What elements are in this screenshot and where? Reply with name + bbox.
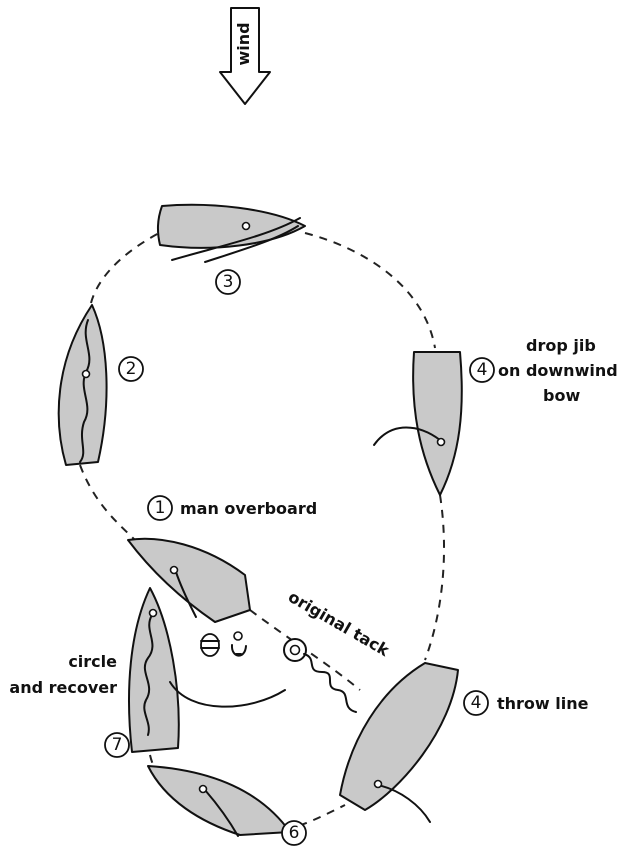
drop-jib-label-line1: drop jib bbox=[526, 336, 596, 355]
man-overboard-label: man overboard bbox=[180, 499, 317, 518]
wind-arrow: wind bbox=[220, 8, 270, 104]
person-in-water-icon bbox=[201, 632, 246, 656]
throw-line bbox=[304, 654, 356, 712]
drop-jib-label-line2: on downwind bbox=[498, 361, 618, 380]
step-4-throw-line-marker: 4 bbox=[464, 691, 488, 715]
drop-jib-label-line3: bow bbox=[543, 386, 580, 405]
svg-text:6: 6 bbox=[289, 823, 300, 843]
svg-text:1: 1 bbox=[155, 498, 166, 518]
boat-6 bbox=[148, 766, 290, 836]
life-ring-icon bbox=[284, 639, 306, 661]
svg-text:4: 4 bbox=[477, 360, 488, 380]
circle-label-line1: circle bbox=[68, 652, 117, 671]
svg-text:3: 3 bbox=[223, 272, 234, 292]
step-1-marker: 1 bbox=[148, 496, 172, 520]
step-7-marker: 7 bbox=[105, 733, 129, 757]
wind-label: wind bbox=[234, 22, 253, 65]
svg-text:2: 2 bbox=[126, 359, 137, 379]
svg-text:7: 7 bbox=[112, 735, 123, 755]
boat-4-throw-line bbox=[340, 663, 458, 822]
boat-3 bbox=[158, 205, 305, 262]
circle-label-line2: and recover bbox=[9, 678, 117, 697]
step-6-marker: 6 bbox=[282, 821, 306, 845]
step-2-marker: 2 bbox=[119, 357, 143, 381]
throw-line-label: throw line bbox=[497, 694, 589, 713]
step-3-marker: 3 bbox=[216, 270, 240, 294]
svg-text:4: 4 bbox=[471, 693, 482, 713]
boat-4-drop-jib bbox=[374, 352, 462, 495]
boat-2 bbox=[59, 305, 107, 465]
step-4-drop-jib-marker: 4 bbox=[470, 358, 494, 382]
